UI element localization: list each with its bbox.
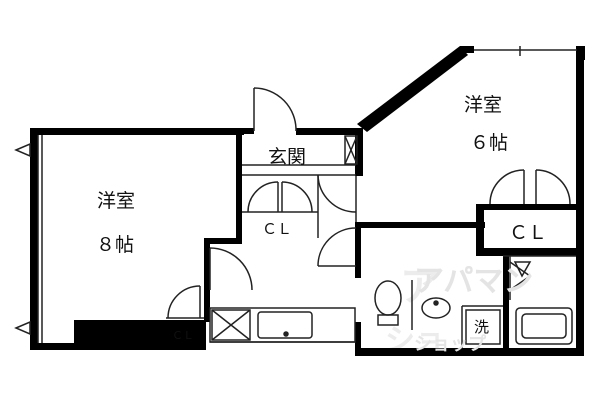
wall-cl-box-top — [476, 204, 578, 210]
door-cl-right-arc-b — [535, 169, 571, 205]
shoe-box — [344, 135, 358, 165]
wall-bottom-block — [74, 320, 206, 350]
wall-top-right-a — [460, 46, 474, 53]
doors — [14, 87, 571, 336]
fixtures — [211, 261, 573, 345]
washer-box — [465, 309, 501, 345]
toilet — [374, 280, 402, 316]
watermark-brand: アパマン — [414, 264, 534, 299]
washer-label: 洗 — [474, 318, 490, 336]
door-cl-center-arc-a — [247, 181, 279, 213]
wall-right-outer — [576, 46, 584, 260]
fridge-marker — [513, 261, 532, 278]
wall-bottom-right — [355, 348, 584, 356]
door-entry-arc — [253, 87, 297, 132]
room-name-western-left: 洋室 — [97, 190, 136, 212]
room-size-western-left: ８帖 — [96, 234, 135, 256]
bathtub — [515, 307, 573, 345]
wall-bottom-left-a — [30, 343, 74, 350]
wall-left-room-right — [236, 128, 242, 244]
wall-right-room-bottom — [355, 222, 485, 228]
door-cl-right-arc-a — [489, 169, 525, 205]
wash-basin — [421, 297, 451, 319]
room-name-western-right: 洋室 — [464, 94, 503, 116]
walls — [30, 46, 585, 356]
watermark-sub: ショップ — [414, 334, 486, 355]
closet-label-right: ＣＬ — [509, 222, 548, 244]
wall-cl-box-bottom — [476, 248, 584, 256]
wall-bath-right — [576, 254, 584, 356]
wall-bath-left — [503, 256, 509, 348]
closet-label-center: ＣＬ — [262, 220, 293, 238]
wall-diagonal — [357, 46, 468, 132]
wall-entry-top-right — [296, 128, 362, 135]
wall-cl-box-left — [476, 204, 484, 254]
thin-lines — [37, 46, 577, 348]
closet-label-small: ＣＬ — [172, 329, 194, 342]
door-cl-center-arc-b — [281, 181, 313, 213]
room-size-western-right: ６帖 — [470, 132, 509, 154]
wall-wet-divider — [355, 228, 361, 278]
room-name-entrance: 玄関 — [268, 146, 307, 168]
wall-left-outer — [30, 128, 38, 350]
wall-hall-step — [204, 238, 242, 244]
stove — [211, 309, 251, 341]
kitchen-sink — [257, 311, 313, 339]
wall-entry-top-left — [242, 128, 254, 134]
watermark-logo: ア ショ — [385, 264, 445, 358]
wall-entry-right — [355, 128, 363, 176]
wall-top-left-room — [30, 128, 244, 135]
wall-wet-divider-b — [355, 322, 361, 356]
wall-hall-left — [204, 238, 210, 322]
